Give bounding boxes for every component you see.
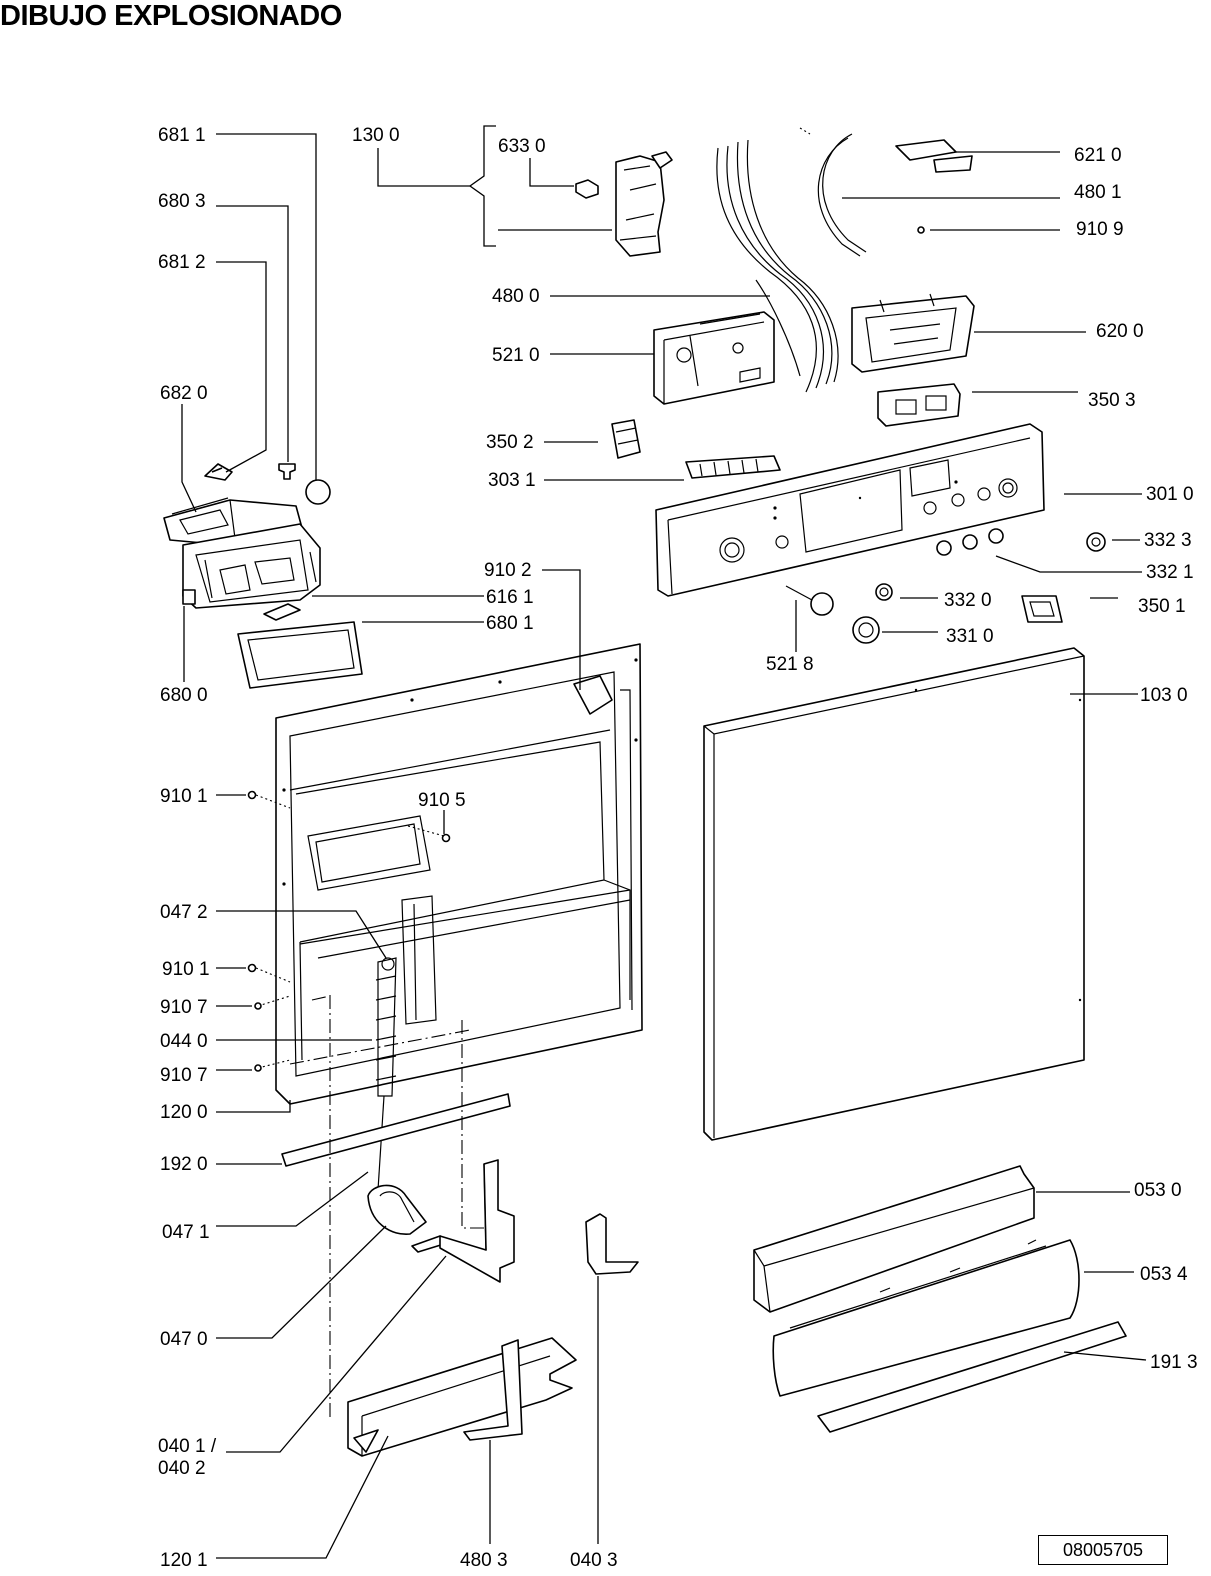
label-332-3: 332 3: [1144, 530, 1192, 551]
part-040-1-bracket: [439, 1159, 515, 1283]
label-521-0: 521 0: [492, 345, 540, 366]
label-040-2: 040 2: [158, 1458, 206, 1479]
part-labels: 681 1 130 0 633 0 621 0 480 1 910 9 680 …: [158, 125, 1198, 1571]
part-044-0-spring: [375, 957, 397, 1191]
part-633-0-switch: [575, 179, 599, 199]
part-680-0-dispenser: [163, 497, 321, 609]
part-331-0-ring-knob: [852, 616, 880, 644]
label-910-5: 910 5: [418, 790, 466, 811]
label-521-8: 521 8: [766, 654, 814, 675]
part-047-hinge: [367, 1184, 445, 1253]
part-910-2-bracket: [573, 675, 613, 715]
label-682-0: 682 0: [160, 383, 208, 404]
label-681-2: 681 2: [158, 252, 206, 273]
part-120-0-inner-door: [275, 643, 1082, 1105]
part-053-0-rail: [753, 1165, 1037, 1313]
part-350-1-frame: [1021, 595, 1063, 623]
part-621-0-connector: [895, 139, 973, 173]
label-620-0: 620 0: [1096, 321, 1144, 342]
label-680-1: 680 1: [486, 613, 534, 634]
label-332-1: 332 1: [1146, 562, 1194, 583]
part-681-2-piece: [204, 463, 233, 481]
part-350-3-switch-block: [877, 383, 961, 427]
part-480-1-cable: [817, 133, 867, 257]
label-616-1: 616 1: [486, 587, 534, 608]
label-681-1: 681 1: [158, 125, 206, 146]
label-047-1: 047 1: [162, 1222, 210, 1243]
label-910-1-b: 910 1: [162, 959, 210, 980]
page-title: DIBUJO EXPLOSIONADO: [0, 0, 342, 32]
part-103-0-outer-door: [703, 647, 1085, 1141]
label-053-0: 053 0: [1134, 1180, 1182, 1201]
label-910-2: 910 2: [484, 560, 532, 581]
label-910-7-a: 910 7: [160, 997, 208, 1018]
document-code: 08005705: [1062, 1539, 1144, 1560]
label-680-0: 680 0: [160, 685, 208, 706]
label-350-2: 350 2: [486, 432, 534, 453]
part-053-4-kick-plate: [772, 1239, 1080, 1397]
part-480-3-hinge-arm: [463, 1339, 523, 1441]
label-120-1: 120 1: [160, 1550, 208, 1571]
label-303-1: 303 1: [488, 470, 536, 491]
label-480-1: 480 1: [1074, 182, 1122, 203]
label-103-0: 103 0: [1140, 685, 1188, 706]
label-480-3: 480 3: [460, 1550, 508, 1571]
label-120-0: 120 0: [160, 1102, 208, 1123]
label-621-0: 621 0: [1074, 145, 1122, 166]
label-331-0: 331 0: [946, 626, 994, 647]
parts-layer: [163, 133, 1127, 1457]
part-332-3-knob: [1086, 532, 1106, 552]
label-480-0: 480 0: [492, 286, 540, 307]
part-616-1-latch: [263, 603, 301, 621]
label-191-3: 191 3: [1150, 1352, 1198, 1373]
part-130-0-door-lock: [615, 151, 673, 257]
part-120-1-rail: [347, 1337, 577, 1457]
label-192-0: 192 0: [160, 1154, 208, 1175]
label-044-0: 044 0: [160, 1031, 208, 1052]
label-130-0: 130 0: [352, 125, 400, 146]
part-480-0-wire-harness: [716, 139, 839, 393]
part-680-1-gasket: [237, 621, 363, 689]
part-191-3-strip: [817, 1321, 1127, 1433]
part-521-8-selector: [785, 585, 834, 616]
part-332-1-knobs: [936, 528, 1004, 556]
guide-lines: [255, 127, 811, 1420]
label-350-3: 350 3: [1088, 390, 1136, 411]
part-620-0-bracket: [851, 293, 975, 373]
document-code-box: 08005705: [1038, 1535, 1168, 1565]
part-303-1-button-strip: [685, 455, 781, 479]
part-680-3-clip: [278, 463, 296, 480]
label-040-3: 040 3: [570, 1550, 618, 1571]
label-910-7-b: 910 7: [160, 1065, 208, 1086]
label-633-0: 633 0: [498, 136, 546, 157]
label-053-4: 053 4: [1140, 1264, 1188, 1285]
label-301-0: 301 0: [1146, 484, 1194, 505]
label-910-1-a: 910 1: [160, 786, 208, 807]
label-350-1: 350 1: [1138, 596, 1186, 617]
label-680-3: 680 3: [158, 191, 206, 212]
part-521-0-control-board: [653, 311, 775, 405]
part-332-0-knob: [875, 583, 893, 601]
label-910-9: 910 9: [1076, 219, 1124, 240]
part-040-3-bracket: [585, 1213, 639, 1275]
label-047-2: 047 2: [160, 902, 208, 923]
part-350-2-switch: [611, 419, 641, 459]
label-047-0: 047 0: [160, 1329, 208, 1350]
label-332-0: 332 0: [944, 590, 992, 611]
screws: [247, 790, 451, 1072]
part-301-0-control-panel: [655, 423, 1045, 597]
part-681-1-seal: [305, 479, 331, 505]
part-910-9-screw: [917, 226, 925, 234]
leader-lines: [181, 125, 1147, 1559]
label-040-1: 040 1 /: [158, 1436, 217, 1457]
part-192-0-strip: [281, 1093, 511, 1167]
